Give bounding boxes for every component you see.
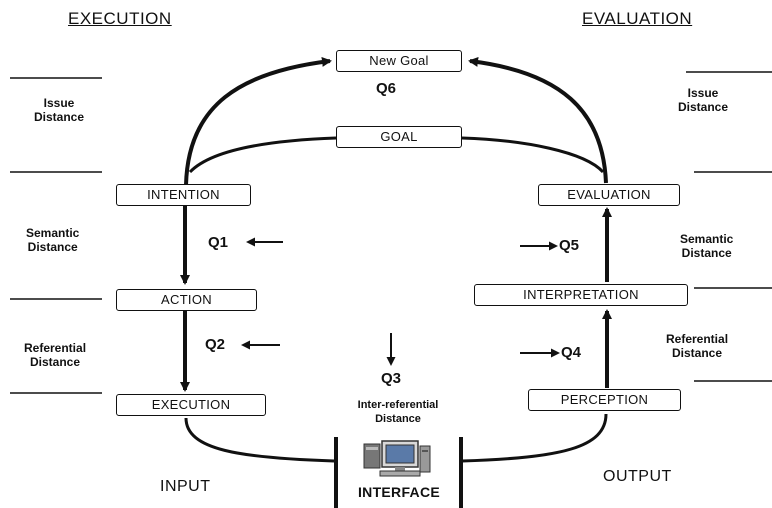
- right-referential-line2: Distance: [672, 346, 723, 360]
- goal-line-left: [188, 136, 337, 174]
- left-semantic-line2: Distance: [27, 240, 78, 254]
- left-referential-line2: Distance: [30, 355, 81, 369]
- execution-box: EXECUTION: [116, 394, 266, 416]
- left-separators: [10, 77, 102, 394]
- right-semantic-line2: Distance: [681, 246, 732, 260]
- goal-box: GOAL: [336, 126, 462, 148]
- action-box: ACTION: [116, 289, 257, 311]
- arrow-intention-to-new-goal: [184, 57, 332, 186]
- input-label: INPUT: [160, 478, 211, 495]
- output-curve: [461, 413, 608, 463]
- intention-box: INTENTION: [116, 184, 251, 206]
- interface-label: INTERFACE: [357, 484, 441, 500]
- new-goal-box: New Goal: [336, 50, 462, 72]
- evaluation-box: EVALUATION: [538, 184, 680, 206]
- left-issue-distance: Issue Distance: [34, 96, 84, 124]
- left-issue-line1: Issue: [43, 96, 75, 110]
- left-referential-line1: Referential: [24, 341, 87, 355]
- q4-label: Q4: [561, 344, 582, 361]
- output-label: OUTPUT: [603, 468, 672, 485]
- interpretation-box: INTERPRETATION: [474, 284, 688, 306]
- right-semantic-distance: Semantic Distance: [680, 232, 733, 260]
- right-issue-line2: Distance: [678, 100, 729, 114]
- goal-line-right: [461, 136, 605, 174]
- execution-header: EXECUTION: [68, 9, 172, 28]
- inter-referential-line1: Inter-referential: [357, 399, 439, 411]
- inter-referential-distance: Inter-referential Distance: [336, 398, 460, 426]
- q1-label: Q1: [208, 234, 229, 251]
- arrow-evaluation-to-new-goal: [468, 57, 608, 184]
- left-semantic-line1: Semantic: [26, 226, 80, 240]
- perception-box: PERCEPTION: [528, 389, 681, 411]
- evaluation-header: EVALUATION: [582, 9, 693, 28]
- inter-referential-line2: Distance: [375, 413, 421, 425]
- right-issue-line1: Issue: [687, 86, 719, 100]
- right-referential-distance: Referential Distance: [666, 332, 728, 360]
- right-referential-line1: Referential: [666, 332, 729, 346]
- q2-label: Q2: [205, 336, 226, 353]
- input-curve: [184, 417, 335, 463]
- left-semantic-distance: Semantic Distance: [26, 226, 79, 254]
- q6-label: Q6: [376, 80, 397, 97]
- left-issue-line2: Distance: [34, 110, 85, 124]
- right-semantic-line1: Semantic: [680, 232, 734, 246]
- computer-icon: [363, 440, 431, 477]
- q3-label: Q3: [381, 370, 402, 387]
- right-issue-distance: Issue Distance: [678, 86, 728, 114]
- left-referential-distance: Referential Distance: [24, 341, 86, 369]
- q5-label: Q5: [559, 237, 580, 254]
- right-separators: [686, 71, 772, 382]
